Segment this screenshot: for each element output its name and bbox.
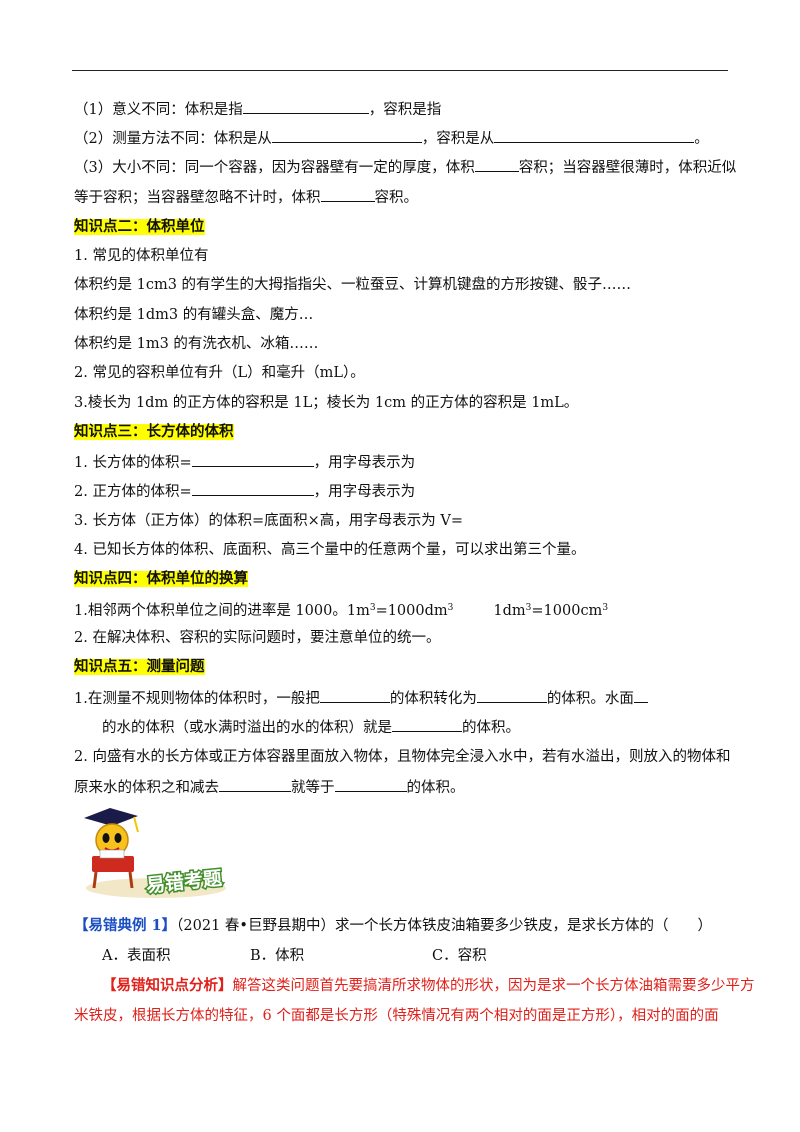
book-icon: [99, 849, 125, 859]
line-unit-consistency: 2. 在解决体积、容积的实际问题时，要注意单位的统一。: [74, 630, 441, 646]
blank: [219, 777, 291, 792]
option-a: A．表面积: [102, 948, 171, 964]
heading-text: 知识点三：长方体的体积: [74, 424, 234, 440]
line-overflow-2: 原来水的体积之和减去 就等于 的体积。: [74, 777, 465, 798]
text: ，用字母表示为: [313, 455, 416, 471]
text: 等于容积；当容器壁忽略不计时，体积: [74, 190, 321, 206]
text: （1）意义不同：体积是指: [74, 102, 243, 118]
blank: [334, 777, 407, 792]
heading-units: 知识点二：体积单位: [74, 217, 205, 237]
text: ，用字母表示为: [313, 484, 416, 500]
line-third-quantity: 4. 已知长方体的体积、底面积、高三个量中的任意两个量，可以求出第三个量。: [74, 542, 586, 558]
superscript: 3: [369, 603, 376, 613]
blank: [494, 128, 695, 143]
analysis-line-1: 【易错知识点分析】解答这类问题首先要搞清所求物体的形状，因为是求一个长方体油箱需…: [102, 976, 755, 996]
line-overflow: 2. 向盛有水的长方体或正方体容器里面放入物体，且物体完全浸入水中，若有水溢出，…: [74, 749, 731, 765]
text: 容积；当容器壁很薄时，体积近似: [518, 160, 737, 176]
superscript: 3: [447, 603, 454, 613]
analysis-line-2: 米铁皮，根据长方体的特征，6 个面都是长方形（特殊情况有两个相对的面是正方形），…: [74, 1008, 719, 1024]
text: 1. 长方体的体积=: [74, 455, 192, 471]
blank: [191, 452, 314, 467]
text: 就等于: [291, 780, 335, 796]
text: 的体积。: [406, 780, 465, 796]
line-capacity-units: 2. 常见的容积单位有升（L）和毫升（mL）。: [74, 365, 365, 381]
line-size: （3）大小不同：同一个容器，因为容器壁有一定的厚度，体积 容积；当容器壁很薄时，体…: [74, 157, 736, 178]
line-irregular: 1.在测量不规则物体的体积时，一般把 的体积转化为 的体积。水面: [74, 688, 648, 709]
mascot-desk: [92, 856, 134, 872]
analysis-tag: 【易错知识点分析】: [102, 977, 233, 994]
text: 1dm: [493, 603, 526, 619]
heading-text: 知识点二：体积单位: [74, 219, 205, 235]
example-tag: 【易错典例 1】: [74, 917, 177, 934]
mascot-shadow: [86, 878, 226, 898]
option-b: B．体积: [250, 948, 305, 964]
line-dm3: 体积约是 1dm3 的有罐头盒、魔方…: [74, 307, 314, 323]
example-question: 【易错典例 1】（2021 春•巨野县期中）求一个长方体铁皮油箱要多少铁皮，是求…: [74, 916, 712, 936]
line-base-height: 3. 长方体（正方体）的体积=底面积×高，用字母表示为 V=: [74, 513, 463, 529]
line-method: （2）测量方法不同：体积是从 ，容积是从 。: [74, 128, 709, 149]
text: =1000cm: [531, 603, 603, 619]
text: （2）测量方法不同：体积是从: [74, 131, 272, 147]
blank: [476, 688, 547, 703]
blank: [320, 187, 375, 202]
text: 容积。: [374, 190, 419, 206]
text: 1.在测量不规则物体的体积时，一般把: [74, 691, 320, 707]
line-meaning: （1）意义不同：体积是指 ，容积是指: [74, 99, 441, 120]
superscript: 3: [525, 603, 532, 613]
heading-conversion: 知识点四：体积单位的换算: [74, 569, 248, 589]
blank: [242, 99, 369, 114]
text: （3）大小不同：同一个容器，因为容器壁有一定的厚度，体积: [74, 160, 475, 176]
line-cuboid-volume: 1. 长方体的体积= ，用字母表示为: [74, 452, 415, 473]
text: 。: [694, 131, 709, 147]
heading-cuboid: 知识点三：长方体的体积: [74, 422, 234, 442]
blank: [319, 688, 390, 703]
text: 解答这类问题首先要搞清所求物体的形状，因为是求一个长方体油箱需要多少平方: [232, 978, 755, 994]
text: 的体积。: [462, 720, 520, 736]
text: 2. 正方体的体积=: [74, 484, 192, 500]
text: 1.相邻两个体积单位之间的进率是 1000。1m: [74, 603, 370, 619]
line-irregular-2: 的水的体积（或水满时溢出的水的体积）就是 的体积。: [102, 717, 520, 738]
heading-text: 知识点五：测量问题: [74, 659, 205, 675]
superscript: 3: [602, 603, 609, 613]
blank: [633, 688, 648, 703]
line-size-2: 等于容积；当容器壁忽略不计时，体积 容积。: [74, 187, 418, 208]
mascot-illustration: 易错考题: [84, 808, 226, 899]
text: 原来水的体积之和减去: [74, 780, 219, 796]
blank: [392, 717, 462, 732]
text: 的水的体积（或水满时溢出的水的体积）就是: [102, 720, 392, 736]
blank: [474, 157, 519, 172]
header-rule: [72, 70, 728, 71]
text: （2021 春•巨野县期中）求一个长方体铁皮油箱要多少铁皮，是求长方体的（ ）: [176, 918, 712, 934]
option-c: C．容积: [432, 948, 487, 964]
heading-text: 知识点四：体积单位的换算: [74, 571, 248, 587]
line-cm3: 体积约是 1cm3 的有学生的大拇指指尖、一粒蚕豆、计算机键盘的方形按键、骰子……: [74, 277, 632, 293]
line-cube-volume: 2. 正方体的体积= ，用字母表示为: [74, 481, 415, 502]
text: =1000dm: [375, 603, 448, 619]
blank: [191, 481, 314, 496]
example-options: A．表面积 B．体积 C．容积: [102, 946, 487, 966]
line-units-intro: 1. 常见的体积单位有: [74, 248, 209, 264]
line-m3: 体积约是 1m3 的有洗衣机、冰箱……: [74, 336, 319, 352]
graduation-cap-icon: [84, 808, 138, 826]
text: ，容积是从: [421, 131, 495, 147]
text: 的体积转化为: [389, 691, 477, 707]
text: ，容积是指: [368, 102, 442, 118]
blank: [271, 128, 422, 143]
line-cube-capacity: 3.棱长为 1dm 的正方体的容积是 1L；棱长为 1cm 的正方体的容积是 1…: [74, 395, 579, 411]
heading-measure: 知识点五：测量问题: [74, 657, 205, 677]
text: 的体积。水面: [546, 691, 634, 707]
